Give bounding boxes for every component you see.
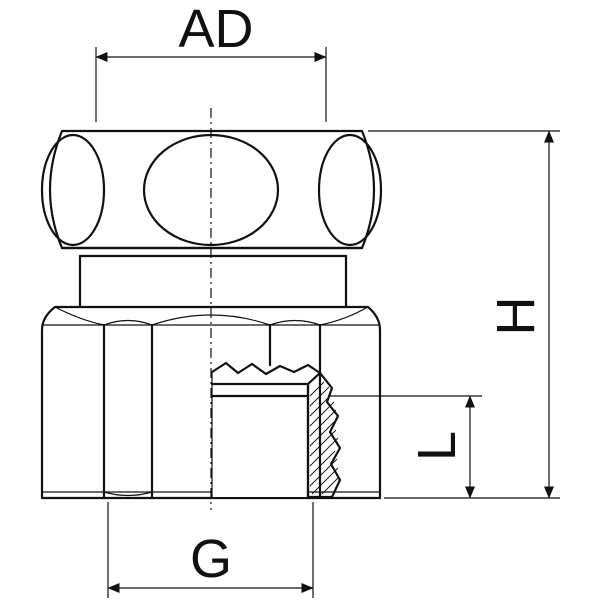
lower-hex-body: [40, 305, 382, 500]
nut-flat-right: [317, 133, 383, 247]
dimension-g: G: [107, 502, 314, 598]
dimension-h: H: [368, 130, 560, 499]
nut-flat-left: [40, 133, 106, 247]
break-line: [210, 361, 322, 376]
section-cutaway: [210, 361, 342, 499]
dimension-ad: AD: [95, 0, 327, 122]
label-g: G: [190, 529, 232, 589]
neck: [60, 246, 364, 309]
section-wall: [306, 371, 342, 499]
label-l: L: [407, 431, 467, 461]
label-h: H: [486, 297, 546, 336]
lower-hex-outline: [40, 305, 382, 500]
dimension-l: L: [330, 395, 482, 499]
upper-nut-outline: [48, 129, 376, 250]
section-hatching: [309, 381, 339, 495]
label-ad: AD: [178, 0, 253, 59]
